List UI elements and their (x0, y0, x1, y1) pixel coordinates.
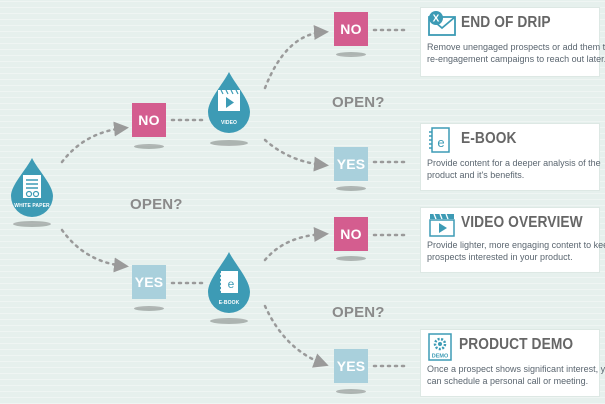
ebook-drop-shadow (210, 318, 248, 324)
video-decision-yes: YES (334, 147, 368, 181)
video-clapper-card-icon (429, 213, 455, 237)
demo-gear-icon: DEMO (428, 333, 452, 361)
envelope-x-icon: X (428, 11, 456, 36)
video-drop-label: VIDEO (220, 120, 238, 126)
envelope-x-badge: X (433, 14, 440, 25)
card-ebook-line1: Provide content for a deeper analysis of… (427, 158, 601, 168)
ebook-decision-yes-shadow (336, 389, 366, 394)
card-ebook-title: E-BOOK (461, 130, 517, 147)
card-video-overview-line2: prospects interested in your product. (427, 252, 573, 262)
arrow-ebook-to-yes (263, 304, 329, 368)
decision-yes: YES (132, 265, 166, 299)
ebook-card-badge: e (437, 135, 444, 150)
card-product-demo-line2: can schedule a personal call or meeting. (427, 376, 589, 386)
ebook-open-question: OPEN? (332, 304, 385, 321)
demo-icon-label: DEMO (432, 354, 449, 360)
video-decision-no: NO (334, 12, 368, 46)
card-ebook-line2: product and it's benefits. (427, 170, 525, 180)
ebook-drop: e E-BOOK (205, 250, 253, 314)
video-clapper-icon (218, 89, 240, 111)
video-drop-shadow (210, 140, 248, 146)
source-shadow (13, 221, 51, 227)
video-decision-no-shadow (336, 52, 366, 57)
ebook-decision-no-shadow (336, 256, 366, 261)
card-end-of-drip-line2: re-engagement campaigns to reach out lat… (427, 54, 605, 64)
video-drop: VIDEO (205, 70, 253, 134)
video-open-question: OPEN? (332, 94, 385, 111)
ebook-card-icon: e (429, 127, 450, 153)
source-label: WHITE PAPER (14, 203, 50, 209)
arrow-ebook-to-no (263, 227, 329, 262)
ebook-decision-yes: YES (334, 349, 368, 383)
decision-yes-shadow (134, 306, 164, 311)
arrow-video-to-yes (263, 138, 329, 172)
decision-no-shadow (134, 144, 164, 149)
arrow-source-to-no (60, 121, 129, 164)
card-product-demo-title: PRODUCT DEMO (459, 336, 574, 353)
ebook-drop-label: E-BOOK (218, 300, 240, 306)
arrow-source-to-yes (60, 228, 129, 273)
video-decision-yes-shadow (336, 186, 366, 191)
ebook-icon: e (220, 271, 238, 293)
document-glasses-icon (23, 175, 41, 198)
decision-no: NO (132, 103, 166, 137)
card-end-of-drip-title: END OF DRIP (461, 14, 551, 31)
ebook-decision-no: NO (334, 217, 368, 251)
card-ebook: e E-BOOK Provide content for a deeper an… (421, 124, 601, 190)
root-open-question: OPEN? (130, 196, 183, 213)
card-video-overview-title: VIDEO OVERVIEW (461, 214, 583, 231)
source-white-paper-drop: WHITE PAPER (8, 156, 56, 218)
card-product-demo: DEMO PRODUCT DEMO Once a prospect shows … (421, 330, 605, 396)
card-video-overview: VIDEO OVERVIEW Provide lighter, more eng… (421, 208, 605, 272)
card-end-of-drip: X END OF DRIP Remove unengaged prospects… (421, 8, 605, 76)
arrow-video-to-no (263, 25, 329, 90)
card-end-of-drip-line1: Remove unengaged prospects or add them t… (427, 42, 605, 52)
card-product-demo-line1: Once a prospect shows significant intere… (427, 364, 605, 374)
svg-text:e: e (228, 277, 235, 291)
card-video-overview-line1: Provide lighter, more engaging content t… (427, 240, 605, 250)
